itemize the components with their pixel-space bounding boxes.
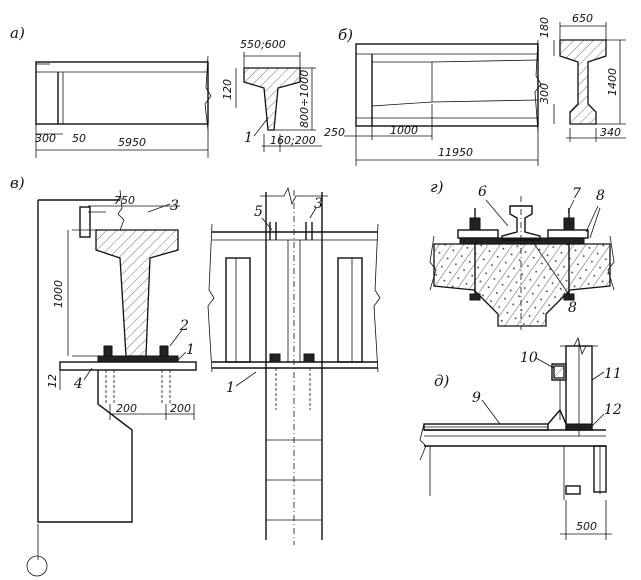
dim-a-50: 50 [72, 132, 86, 145]
dim-b-180: 180 [538, 17, 551, 38]
label-2: 2 [179, 318, 189, 334]
section-label-d: д) [434, 372, 450, 390]
label-1-v-section: 1 [186, 342, 195, 358]
label-4: 4 [73, 376, 83, 392]
label-1-v-elevation: 1 [226, 380, 235, 396]
dim-d-500: 500 [576, 520, 597, 533]
base-plate [97, 355, 179, 363]
view-v-elevation: 5 3 1 [207, 186, 381, 545]
label-11: 11 [604, 366, 622, 382]
section-label-v: в) [10, 174, 25, 192]
support-pad [59, 361, 197, 371]
crane-rail [501, 205, 541, 241]
label-8-top: 8 [596, 188, 605, 204]
dim-v-1000: 1000 [52, 280, 65, 308]
dim-a-height: 800÷1000 [298, 70, 311, 128]
section-label-a: а) [10, 24, 25, 42]
view-d: д) 500 9 10 11 [419, 336, 622, 540]
view-v-section: в) 750 1000 12 200 2 [10, 174, 197, 577]
section-b-ibeam [559, 39, 607, 125]
axis-marker-circle [26, 555, 48, 577]
label-6: 6 [478, 184, 487, 200]
dim-a-300: 300 [35, 132, 56, 145]
dim-b-300: 300 [538, 83, 551, 104]
label-9: 9 [472, 390, 481, 406]
section-g-flange [433, 243, 611, 327]
beam-b-elevation [355, 43, 539, 127]
dim-b-650: 650 [572, 12, 593, 25]
beam-a-elevation [35, 61, 209, 125]
section-label-g: г) [430, 178, 444, 196]
top-bracket [79, 206, 91, 238]
label-5: 5 [254, 204, 263, 220]
label-8-bottom: 8 [568, 300, 577, 316]
label-1-a: 1 [244, 130, 253, 146]
section-label-b: б) [338, 26, 353, 44]
section-a-tee [243, 67, 301, 131]
label-3-v-section: 3 [170, 198, 179, 214]
view-b: б) 250 1000 11950 650 180 300 1400 [324, 12, 626, 166]
view-g: г) 6 7 8 8 [429, 178, 615, 330]
label-3-v-elevation: 3 [314, 196, 323, 212]
dim-v-200a: 200 [116, 402, 137, 415]
label-7: 7 [572, 186, 581, 202]
dim-b-1000: 1000 [390, 124, 418, 137]
section-v-beam [95, 229, 179, 357]
dim-a-web: 160;200 [270, 134, 316, 147]
dim-b-1400: 1400 [606, 68, 619, 96]
label-12: 12 [604, 402, 622, 418]
view-a: а) 300 50 5950 550;600 120 800÷1000 160;… [10, 24, 322, 158]
dim-a-120: 120 [221, 79, 234, 100]
dim-b-250: 250 [324, 126, 345, 139]
dim-v-750: 750 [114, 194, 135, 207]
label-10: 10 [520, 350, 538, 366]
dim-v-12: 12 [46, 374, 59, 388]
rail-plate [459, 237, 585, 245]
dim-a-5950: 5950 [118, 136, 146, 149]
dim-a-width: 550;600 [240, 38, 286, 51]
dim-b-11950: 11950 [438, 146, 473, 159]
dim-v-200b: 200 [170, 402, 191, 415]
dim-b-340: 340 [600, 126, 621, 139]
buffer-10 [551, 363, 567, 381]
